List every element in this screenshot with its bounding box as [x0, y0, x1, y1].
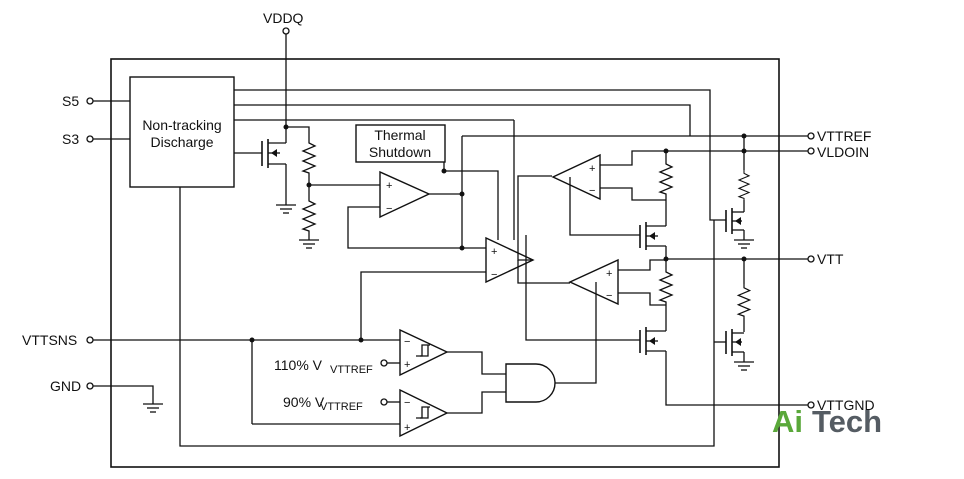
pin-vttsns: VTTSNS — [22, 332, 400, 348]
svg-text:−: − — [404, 397, 410, 409]
pin-vttgnd-label: VTTGND — [817, 397, 875, 413]
svg-text:−: − — [404, 336, 410, 348]
divider-ground-symbol — [298, 239, 320, 249]
discharge-ground-symbol — [275, 204, 297, 214]
sink-driver-opamp: + − — [568, 258, 619, 306]
pin-vddq-label: VDDQ — [263, 10, 304, 26]
upper-pass-fet — [639, 222, 667, 259]
pin-vtt: VTT — [807, 251, 844, 267]
source-driver-opamp: + − — [551, 153, 601, 201]
pin-vttgnd: VTTGND — [807, 397, 875, 413]
pin-gnd-label: GND — [50, 378, 81, 394]
pin-gnd: GND — [50, 378, 164, 413]
ov-threshold-prefix: 110% V — [274, 357, 323, 373]
vttref-buffer-opamp: + − — [379, 170, 431, 219]
svg-text:+: + — [589, 163, 595, 175]
svg-text:+: + — [606, 268, 612, 280]
pin-s5-label: S5 — [62, 93, 79, 109]
undervoltage-comparator: − + — [399, 388, 449, 438]
ov-threshold-input: 110% V VTTREF — [274, 357, 400, 376]
watermark-ai: Ai — [772, 404, 803, 439]
svg-text:+: + — [386, 180, 392, 192]
pin-s5: S5 — [62, 93, 130, 109]
pin-vttref-label: VTTREF — [817, 128, 871, 144]
svg-text:+: + — [404, 422, 410, 434]
lower-pass-fet — [639, 326, 808, 406]
svg-text:−: − — [589, 185, 595, 197]
vddq-divider — [283, 124, 320, 249]
pin-vttref: VTTREF — [807, 128, 871, 144]
thermal-shutdown-block: Thermal Shutdown — [355, 124, 446, 163]
thermal-label-line2: Shutdown — [369, 144, 431, 160]
pin-s3: S3 — [62, 131, 130, 147]
chip-outline — [110, 58, 780, 468]
watermark-tech: Tech — [812, 404, 882, 439]
pin-vtt-label: VTT — [817, 251, 844, 267]
vtt-discharge-path — [714, 259, 755, 371]
pin-vddq: VDDQ — [263, 10, 304, 127]
svg-text:−: − — [386, 203, 392, 215]
pin-vttsns-label: VTTSNS — [22, 332, 77, 348]
uv-threshold-input: 90% V VTTREF — [283, 394, 400, 413]
discharge-label-line1: Non-tracking — [142, 117, 221, 133]
svg-text:+: + — [404, 359, 410, 371]
vtt-ground-symbol — [733, 361, 755, 371]
svg-text:+: + — [491, 246, 497, 258]
error-amplifier-opamp: + − — [485, 236, 535, 284]
thermal-label-line1: Thermal — [374, 127, 425, 143]
vttref-discharge-path — [725, 136, 755, 249]
pin-s3-label: S3 — [62, 131, 79, 147]
uv-threshold-prefix: 90% V — [283, 394, 325, 410]
ov-threshold-subscript: VTTREF — [330, 364, 373, 376]
and-gate — [505, 363, 556, 403]
discharge-label-line2: Discharge — [150, 134, 213, 150]
pin-vldoin-label: VLDOIN — [817, 144, 869, 160]
vttref-ground-symbol — [733, 239, 755, 249]
aitech-watermark: Ai Tech — [772, 404, 882, 439]
discharge-fet — [234, 127, 297, 214]
svg-text:−: − — [491, 269, 497, 281]
gnd-ground-symbol — [142, 403, 164, 413]
pin-vldoin: VLDOIN — [807, 144, 869, 160]
uv-threshold-subscript: VTTREF — [320, 401, 363, 413]
overvoltage-comparator: − + — [399, 328, 449, 377]
non-tracking-discharge-block: Non-tracking Discharge — [129, 76, 235, 188]
svg-text:−: − — [606, 290, 612, 302]
